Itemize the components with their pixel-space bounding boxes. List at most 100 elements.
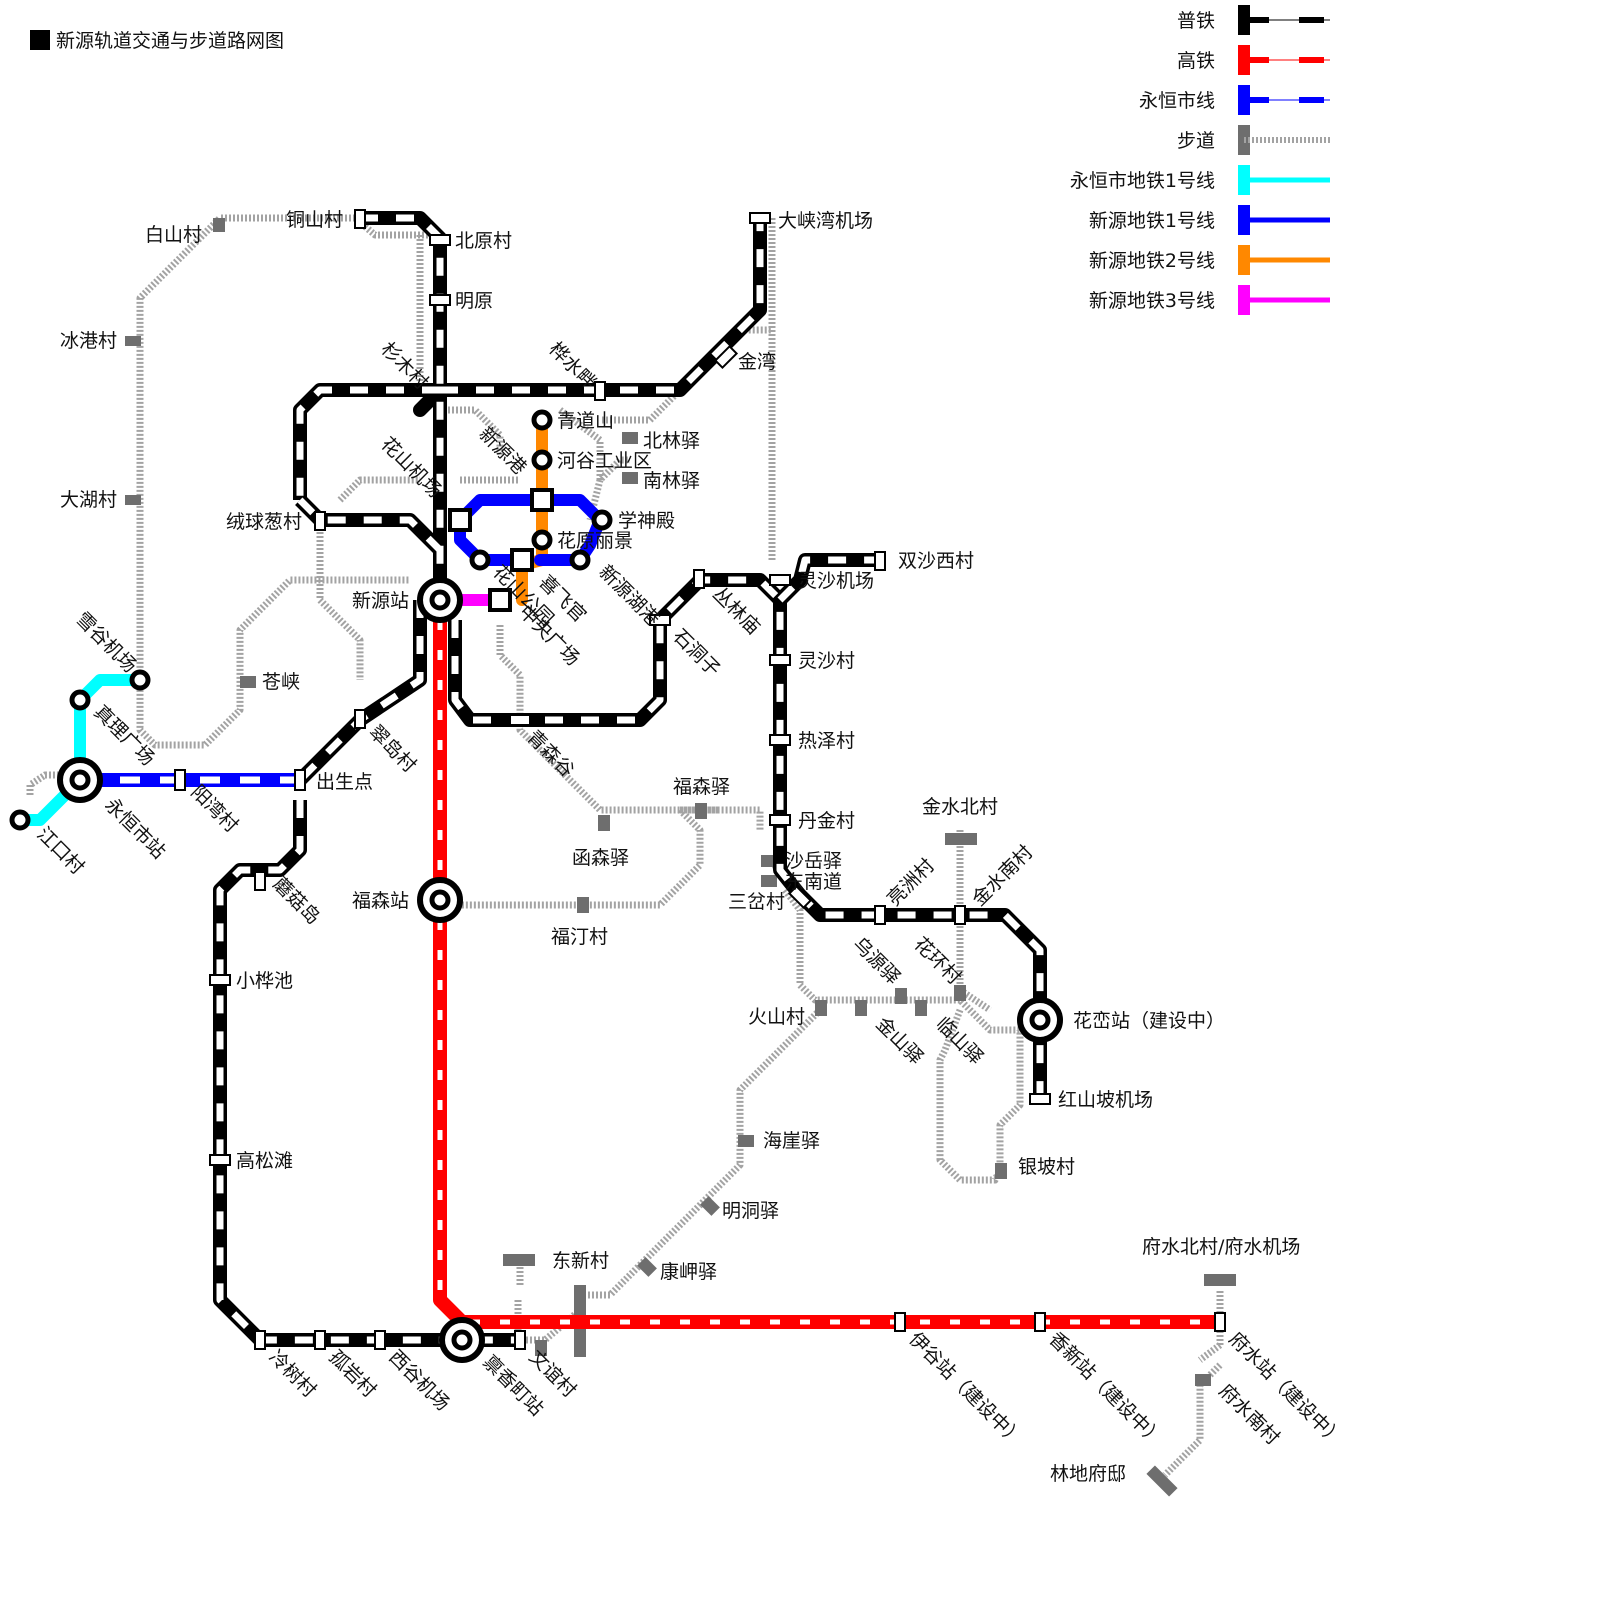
trail-stop-marker [1204, 1274, 1236, 1286]
rail-stop [787, 884, 813, 910]
rail-stop [874, 551, 886, 571]
metro-interchange [530, 488, 554, 512]
rail-stop [713, 344, 739, 370]
label-mogudao: 蘑菇岛 [268, 873, 324, 929]
label-rongqiucong: 绒球葱村 [226, 511, 302, 533]
rail-stop [209, 1154, 231, 1166]
metro-stop [531, 449, 553, 471]
label-fushui-station: 府水站（建设中） [1224, 1328, 1347, 1451]
trail-stop-marker [125, 495, 141, 505]
label-jinshui-north: 金水北村 [922, 796, 998, 818]
rail-stop [209, 974, 231, 986]
legend-item: 永恒市地铁1号线 [1070, 165, 1330, 195]
label-yangwan: 阳湾村 [186, 781, 242, 837]
label-beiyuan: 北原村 [455, 230, 512, 252]
label-dongnan: 东南道 [785, 871, 842, 893]
metro-interchange [510, 548, 534, 572]
station-symbols [9, 209, 1226, 1363]
legend-label: 新源地铁3号线 [1089, 290, 1215, 312]
rail-stop [314, 511, 326, 531]
label-conglin: 丛林庙 [708, 583, 764, 639]
rail-stop [509, 714, 531, 726]
rail-stop [769, 814, 791, 826]
rail-stop [693, 569, 705, 589]
label-fushui-north: 府水北村/府水机场 [1142, 1236, 1300, 1258]
label-xiaohuachi: 小桦池 [236, 970, 293, 992]
label-fusen-yi: 福森驿 [673, 776, 730, 798]
rail-stop [769, 734, 791, 746]
label-xigu-airport: 西谷机场 [384, 1346, 453, 1415]
metro-interchange [488, 588, 512, 612]
rail-stop [894, 1312, 906, 1332]
legend-item: 高铁 [1177, 45, 1330, 75]
rail-stop [314, 1330, 326, 1350]
label-xueshen: 学神殿 [618, 510, 675, 532]
label-xuegu: 雪谷机场 [71, 608, 140, 677]
metro-stop [531, 409, 553, 431]
label-beilin: 北林驿 [643, 430, 700, 452]
trail-stop-marker [1146, 1465, 1178, 1497]
map-title: 新源轨道交通与步道路网图 [30, 30, 284, 52]
label-hegu: 河谷工业区 [557, 450, 652, 472]
label-liangzhou: 亮洲村 [883, 855, 939, 911]
trail-stop-marker [213, 218, 225, 232]
legend-label: 永恒市地铁1号线 [1070, 170, 1215, 192]
label-lingsha-airport: 灵沙机场 [798, 570, 874, 592]
rail-stop [954, 905, 966, 925]
rail-stop [294, 769, 306, 791]
major-station-yongheng [57, 757, 103, 803]
label-zhenli: 真理广场 [89, 701, 158, 770]
rail-stop [1029, 1093, 1051, 1105]
label-jinshan: 金山驿 [871, 1013, 927, 1069]
trail-markers [125, 218, 1236, 1497]
label-huangang: 花峦站（建设中） [1073, 1010, 1225, 1032]
legend-label: 步道 [1177, 130, 1215, 152]
trail-stop-marker [954, 985, 966, 1001]
label-hongshanpo: 红山坡机场 [1058, 1089, 1153, 1111]
metro-stop [469, 549, 491, 571]
label-xinyuan-hugang: 新源湖港 [594, 561, 663, 630]
trail-stop-marker [855, 1000, 867, 1016]
rail-stop [254, 871, 266, 891]
label-haiya: 海崖驿 [763, 1130, 820, 1152]
rail-stop [649, 614, 671, 626]
metro-stop [569, 549, 591, 571]
label-lengshu: 冷树村 [264, 1346, 320, 1402]
label-yongheng-station: 永恒市站 [100, 794, 169, 863]
rail-stop [514, 1330, 526, 1350]
rail-stop [254, 1330, 266, 1350]
label-xinyuangang: 新源港 [474, 423, 530, 479]
metro-stop [69, 689, 91, 711]
label-kangjia: 康岬驿 [660, 1261, 717, 1283]
legend-item: 新源地铁2号线 [1089, 245, 1330, 275]
trail-stop-marker [761, 875, 777, 887]
yongheng-metro-1-line [14, 674, 146, 826]
label-danjin: 丹金村 [798, 810, 855, 832]
trail-stop-marker [125, 336, 141, 346]
high-speed-rail-network [433, 600, 1220, 1329]
label-lindi: 林地府邸 [1050, 1463, 1126, 1485]
trail-stop-marker [622, 432, 638, 444]
legend-item: 新源地铁1号线 [1089, 205, 1330, 235]
major-station-huangang [1017, 997, 1063, 1043]
label-wuyuan: 乌源驿 [848, 933, 904, 989]
label-baishan: 白山村 [145, 224, 202, 246]
label-gaosongtan: 高松滩 [236, 1150, 293, 1172]
label-futing: 福汀村 [551, 926, 608, 948]
label-daxiawan: 大峡湾机场 [778, 210, 873, 232]
label-guyan: 孤岩村 [324, 1346, 380, 1402]
legend-item: 步道 [1177, 125, 1330, 155]
trail-stop-marker [598, 815, 610, 831]
trail-stop-marker [945, 833, 977, 845]
trail-stop-marker [738, 1135, 754, 1147]
trail-stop-marker [535, 1340, 547, 1356]
label-qingsengu: 青森谷 [522, 726, 578, 782]
label-sancha: 三岔村 [728, 891, 785, 913]
trail-stop-marker [995, 1163, 1007, 1179]
trail-stop-marker [637, 1257, 657, 1277]
rail-stop [354, 709, 366, 729]
trail-stop-marker [240, 676, 256, 688]
label-jiangkou: 江口村 [32, 823, 88, 879]
label-shuangsha: 双沙西村 [898, 550, 974, 572]
legend-item: 永恒市线 [1139, 85, 1330, 115]
